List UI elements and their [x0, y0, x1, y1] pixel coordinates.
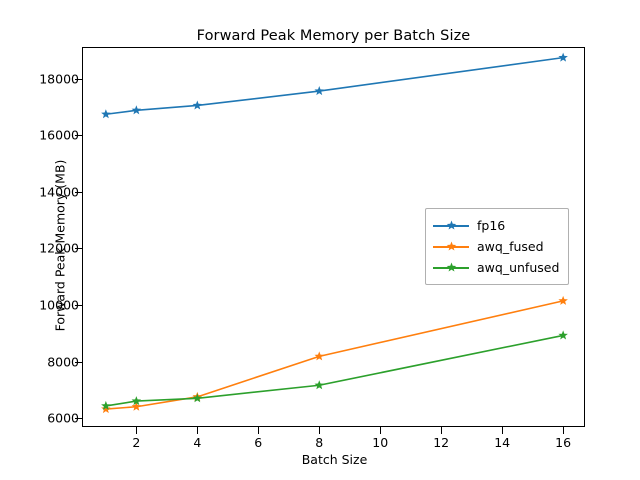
data-point-marker	[314, 351, 325, 361]
legend-swatch-icon	[433, 261, 469, 275]
data-point-marker	[101, 109, 111, 119]
series-line	[105, 300, 564, 410]
y-tick-mark	[75, 248, 83, 250]
x-tick-mark	[136, 426, 138, 434]
data-point-marker	[131, 401, 142, 411]
x-tick-mark	[319, 426, 321, 434]
y-tick-mark	[75, 418, 83, 420]
x-tick-mark	[258, 426, 260, 434]
x-tick-mark	[563, 426, 565, 434]
plot-axes: Forward Peak Memory (MB) Batch Size 6000…	[39, 47, 585, 467]
y-tick-label: 10000	[39, 297, 79, 313]
data-point-marker	[131, 105, 142, 115]
y-tick-mark	[75, 78, 83, 80]
x-tick-label: 16	[555, 435, 572, 450]
series-fp16	[101, 52, 568, 119]
y-tick-mark	[75, 191, 83, 193]
data-point-marker	[558, 52, 568, 62]
series-awq_unfused	[101, 330, 568, 410]
y-tick-label: 8000	[47, 354, 79, 370]
legend-label: awq_unfused	[477, 260, 560, 275]
legend-item-fp16[interactable]: fp16	[433, 215, 559, 236]
x-tick-label: 4	[193, 435, 202, 450]
chart-title: Forward Peak Memory per Batch Size	[196, 28, 471, 44]
series-line	[105, 56, 564, 116]
x-tick-label: 12	[433, 435, 450, 450]
legend-label: fp16	[477, 218, 506, 233]
y-tick-label: 18000	[39, 71, 79, 87]
series-line	[105, 334, 564, 407]
data-point-marker	[131, 396, 142, 406]
x-tick-mark	[380, 426, 382, 434]
x-tick-label: 10	[372, 435, 389, 450]
data-point-marker	[314, 380, 325, 390]
legend-item-awq_unfused[interactable]: awq_unfused	[433, 257, 559, 278]
legend-swatch-icon	[433, 240, 469, 254]
data-point-marker	[558, 295, 568, 305]
y-tick-label: 12000	[39, 240, 79, 256]
legend-item-awq_fused[interactable]: awq_fused	[433, 236, 559, 257]
data-point-marker	[192, 393, 203, 403]
series-awq_fused	[101, 295, 568, 414]
data-point-marker	[192, 100, 203, 110]
plot-area	[83, 48, 584, 426]
x-tick-label: 6	[254, 435, 263, 450]
legend-label: awq_fused	[477, 239, 544, 254]
y-tick-mark	[75, 305, 83, 307]
x-tick-label: 8	[315, 435, 324, 450]
y-tick-label: 6000	[47, 410, 79, 426]
y-tick-mark	[75, 135, 83, 137]
y-tick-label: 16000	[39, 127, 79, 143]
x-tick-mark	[441, 426, 443, 434]
chart-legend: fp16 awq_fused awq_unfused	[425, 208, 570, 285]
data-point-marker	[314, 86, 325, 96]
data-point-marker	[101, 400, 111, 410]
series-lines	[101, 52, 568, 414]
y-tick-label: 14000	[39, 184, 79, 200]
x-tick-label: 2	[132, 435, 141, 450]
legend-swatch-icon	[433, 219, 469, 233]
data-point-marker	[558, 330, 568, 340]
x-axis-label: Batch Size	[301, 452, 368, 467]
x-tick-label: 14	[494, 435, 511, 450]
data-point-marker	[101, 404, 111, 414]
x-tick-mark	[197, 426, 199, 434]
x-tick-mark	[502, 426, 504, 434]
y-tick-mark	[75, 361, 83, 363]
